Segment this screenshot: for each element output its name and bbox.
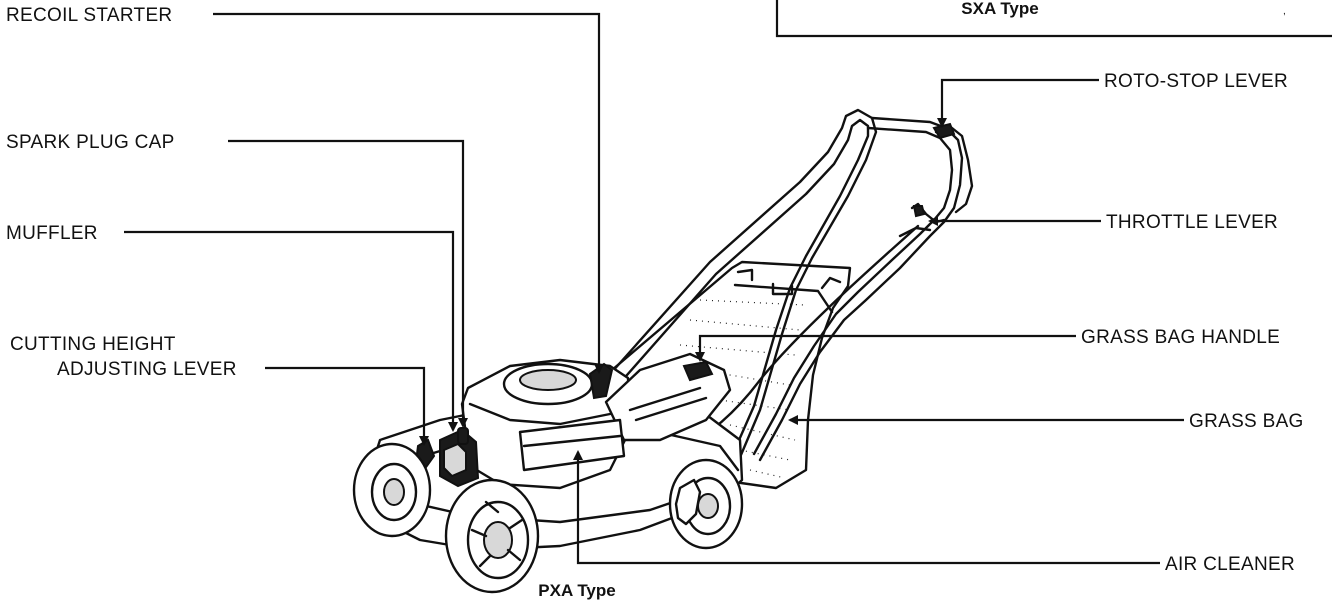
inset-mark: , [1283, 6, 1286, 17]
mower-illustration [352, 108, 974, 594]
spark-plug-cap-shape [457, 427, 469, 445]
label-recoil-starter: RECOIL STARTER [6, 5, 172, 26]
label-muffler: MUFFLER [6, 223, 98, 244]
rear-cover [604, 352, 732, 442]
sxa-type-box: SXA Type , [775, 0, 1332, 38]
rear-left-wheel [352, 442, 432, 538]
label-roto-stop-lever: ROTO-STOP LEVER [1104, 71, 1288, 92]
label-cutting-height-line2: ADJUSTING LEVER [57, 359, 237, 380]
label-throttle-lever: THROTTLE LEVER [1106, 212, 1278, 233]
label-cutting-height-line1: CUTTING HEIGHT [10, 334, 176, 355]
pxa-type-label: PXA Type [538, 581, 615, 600]
rear-right-wheel [674, 478, 702, 526]
callout-labels: RECOIL STARTER SPARK PLUG CAP MUFFLER CU… [6, 5, 1304, 575]
front-right-wheel [668, 458, 744, 550]
label-grass-bag: GRASS BAG [1189, 411, 1304, 432]
callout-leaders [124, 12, 1184, 565]
air-cleaner-shape [518, 418, 626, 472]
front-left-wheel [444, 478, 540, 594]
label-spark-plug-cap: SPARK PLUG CAP [6, 132, 175, 153]
label-grass-bag-handle: GRASS BAG HANDLE [1081, 327, 1280, 348]
sxa-type-label: SXA Type [961, 0, 1038, 18]
label-air-cleaner: AIR CLEANER [1165, 554, 1295, 575]
